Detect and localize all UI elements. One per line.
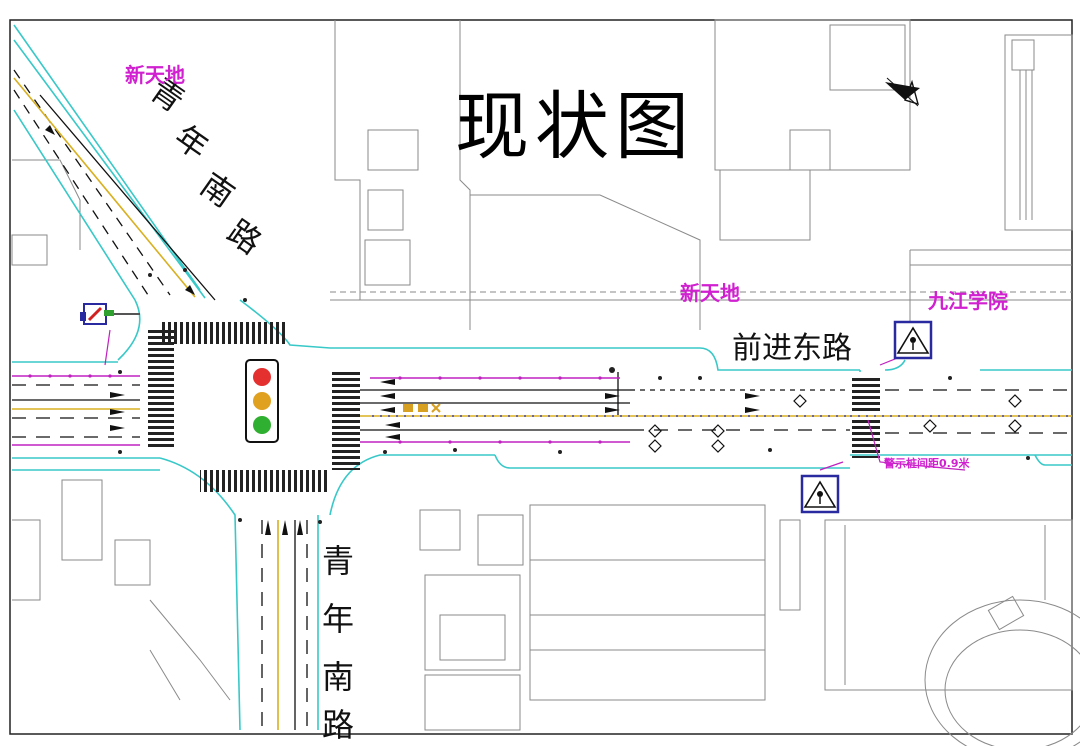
- road-name-qianjin-east: 前进东路: [732, 331, 852, 366]
- pedestrian-warning-sign-icon: [893, 320, 933, 360]
- road-name-char: 路: [322, 706, 354, 744]
- diamond-markings: [648, 394, 1022, 453]
- road-name-char: 年: [322, 600, 354, 638]
- pedestrian-warning-sign-icon-south: [800, 474, 840, 514]
- place-label-xintiandi-2: 新天地: [680, 281, 740, 305]
- north-arrow-icon: [885, 77, 920, 107]
- traffic-light-icon: [245, 359, 279, 443]
- direction-sign-icon: [80, 303, 140, 366]
- place-label-jiujiang-college: 九江学院: [927, 289, 1008, 313]
- lane-arrows: [45, 125, 760, 535]
- bollard-lines: [12, 375, 1072, 446]
- bollard-spacing-note: 警示桩间距0.9米: [883, 456, 970, 470]
- lane-markings: [12, 69, 1072, 730]
- leader-line-note: [867, 419, 966, 471]
- map-title: 现状图: [455, 84, 695, 170]
- road-name-char: 青: [322, 542, 354, 580]
- road-name-qingnian-south: 青 年 南 路: [322, 542, 354, 744]
- place-label-xintiandi-1: 新天地: [125, 63, 185, 87]
- crosswalks: [148, 322, 880, 492]
- point-symbols: [118, 268, 1030, 524]
- bollard-dots: [28, 374, 602, 444]
- lane-marking-text: [403, 403, 441, 413]
- curb-lines: [12, 24, 1072, 731]
- road-name-char: 南: [322, 658, 354, 696]
- leader-line-south-sign: [819, 461, 844, 471]
